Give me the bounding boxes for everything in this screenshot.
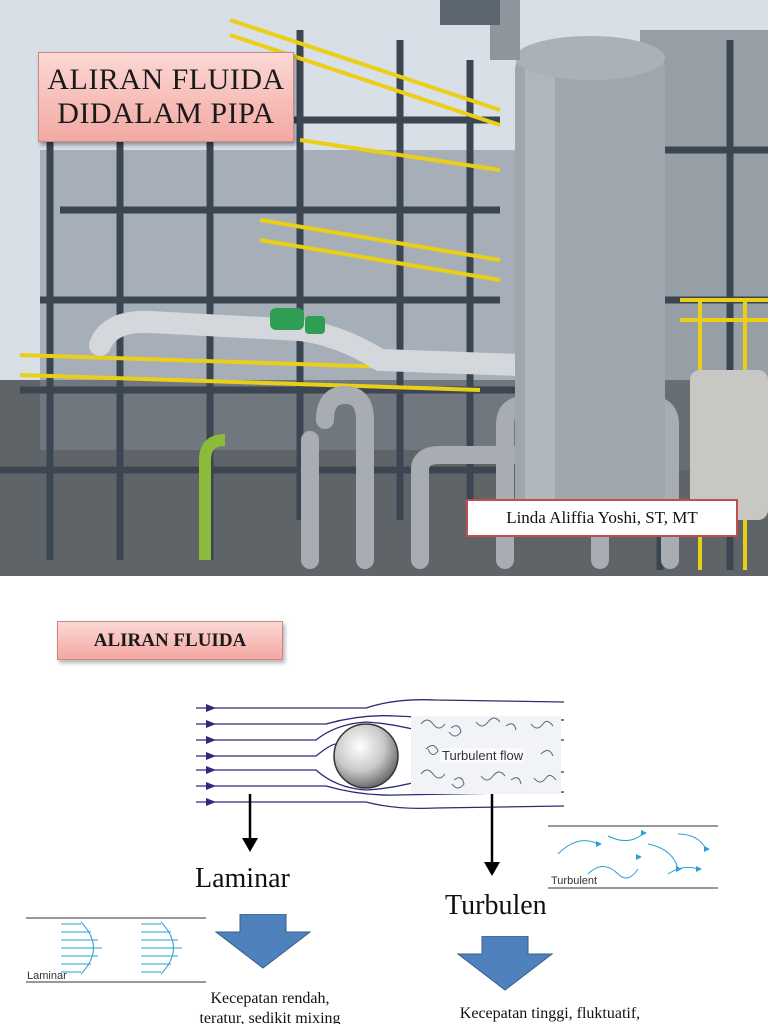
laminar-down-arrow [214, 914, 312, 969]
laminar-desc-line-2: teratur, sedikit mixing [199, 1010, 341, 1024]
turbulen-desc-line-1: Kecepatan tinggi, fluktuatif, [459, 1005, 641, 1022]
laminar-pointer-arrow [242, 794, 258, 852]
laminar-desc-line-1: Kecepatan rendah, [210, 990, 330, 1007]
title-line-1: ALIRAN FLUIDA [47, 63, 285, 96]
turbulent-flow-label: Turbulent flow [440, 748, 526, 763]
turbulen-description: Kecepatan tinggi, fluktuatif, [410, 1004, 690, 1024]
small-laminar-label: Laminar [27, 970, 67, 982]
turbulen-heading: Turbulen [445, 890, 547, 921]
author-name: Linda Aliffia Yoshi, ST, MT [466, 499, 738, 537]
industrial-plant-photo [0, 0, 768, 576]
fluid-flow-slide: ALIRAN FLUIDA [0, 576, 768, 1024]
turbulent-pipe-figure [548, 825, 718, 889]
laminar-heading: Laminar [195, 863, 290, 894]
presentation-title: ALIRAN FLUIDA DIDALAM PIPA [38, 52, 294, 142]
laminar-description: Kecepatan rendah, teratur, sedikit mixin… [150, 989, 390, 1024]
title-slide: ALIRAN FLUIDA DIDALAM PIPA Linda Aliffia… [0, 0, 768, 576]
small-turbulent-label: Turbulent [551, 875, 598, 887]
turbulen-down-arrow [456, 936, 554, 991]
title-line-2: DIDALAM PIPA [57, 97, 275, 130]
laminar-pipe-figure [26, 917, 206, 983]
turbulent-pointer-arrow [484, 794, 500, 876]
section-title: ALIRAN FLUIDA [57, 621, 283, 660]
